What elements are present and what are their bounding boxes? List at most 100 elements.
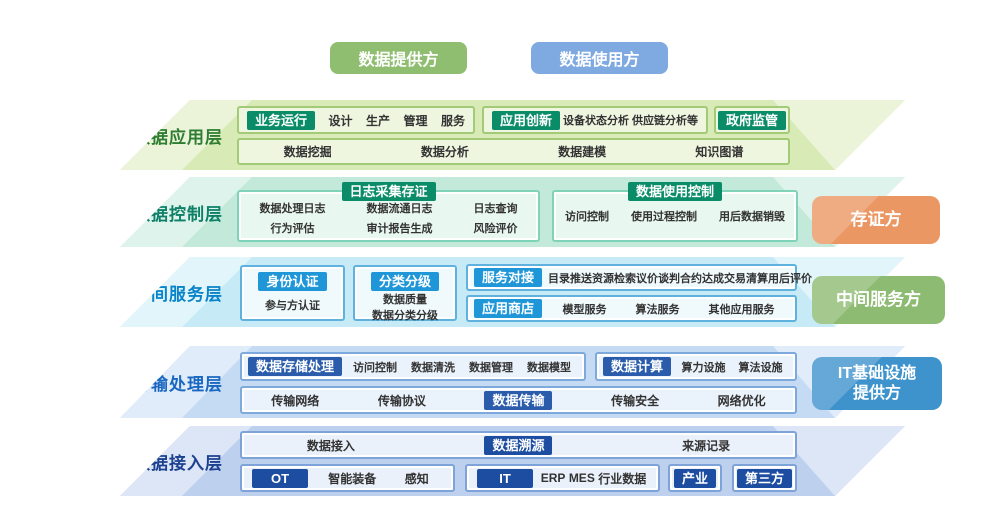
layer-label-data-control: 数据控制层 xyxy=(133,204,223,224)
badge-application-innovation: 应用创新 xyxy=(492,111,560,130)
badge-government-supervision: 政府监管 xyxy=(718,111,786,130)
item: 数据分析 xyxy=(420,145,469,159)
data-provider-pill: 数据提供方 xyxy=(330,42,467,74)
badge-industry: 产业 xyxy=(674,469,716,488)
it-infrastructure-provider-pill: IT基础设施 提供方 xyxy=(812,357,942,410)
item: 使用过程控制 xyxy=(631,211,697,223)
badge-app-store: 应用商店 xyxy=(474,299,542,318)
badge-ot: OT xyxy=(252,469,308,488)
item: 数据接入 xyxy=(306,438,355,453)
badge-data-provenance: 数据溯源 xyxy=(484,436,552,455)
item: 算法设施 xyxy=(738,361,783,374)
item: 传输安全 xyxy=(611,393,660,408)
item: 数据处理日志 xyxy=(259,203,326,215)
box-data-transmission: 传输网络 传输协议 数据传输 传输安全 网络优化 xyxy=(240,386,797,414)
box-data-access-provenance: 数据接入 数据溯源 来源记录 xyxy=(240,431,797,459)
badge-service-docking: 服务对接 xyxy=(474,268,542,287)
layer-label-data-access: 数据接入层 xyxy=(133,453,223,473)
layer-band-data-control: 数据控制层 日志采集存证 数据处理日志 行为评估 数据流通日志 审计报告生成 日… xyxy=(120,177,905,247)
item: 访问控制 xyxy=(565,211,609,223)
item: 数据模型 xyxy=(526,361,571,374)
badge-classification-grading: 分类分级 xyxy=(371,272,439,291)
badge-data-storage-processing: 数据存储处理 xyxy=(248,357,342,376)
item: 审计报告生成 xyxy=(366,223,433,235)
it-infrastructure-provider-line1: IT基础设施 xyxy=(837,364,917,382)
item: 日志查询 xyxy=(473,203,518,215)
item: 风险评价 xyxy=(473,223,518,235)
box-log-collection-attestation: 日志采集存证 数据处理日志 行为评估 数据流通日志 审计报告生成 日志查询 风险… xyxy=(237,190,540,242)
item: 数据分类分级 xyxy=(372,310,438,323)
item: 生产 xyxy=(365,113,390,128)
item: 其他应用服务 xyxy=(708,303,775,316)
box-industry-source: 产业 xyxy=(668,464,722,492)
layer-label-transmission-processing: 传输处理层 xyxy=(133,374,223,394)
box-business-operation: 业务运行 设计 生产 管理 服务 xyxy=(237,106,475,134)
layer-band-data-access: 数据接入层 数据接入 数据溯源 来源记录 OT 智能装备 感知 IT ERP M… xyxy=(120,426,905,496)
item: 感知 xyxy=(404,471,429,486)
attestation-party-pill: 存证方 xyxy=(812,196,940,244)
item: 参与方认证 xyxy=(265,300,320,312)
badge-data-computing: 数据计算 xyxy=(603,357,671,376)
item: 设备状态分析 xyxy=(563,115,629,127)
item: ERP xyxy=(540,471,566,485)
item: 设计 xyxy=(328,113,353,128)
item: 管理 xyxy=(403,113,428,128)
item: 行为评估 xyxy=(270,223,315,235)
item: 来源记录 xyxy=(682,438,731,453)
item: 数据质量 xyxy=(383,294,427,306)
badge-business-operation: 业务运行 xyxy=(247,111,315,130)
box-third-party-source: 第三方 xyxy=(732,464,797,492)
box-identity-authentication: 身份认证 参与方认证 xyxy=(240,265,345,321)
item: 数据建模 xyxy=(558,145,607,159)
item: 智能装备 xyxy=(328,471,377,486)
item: 用后数据销毁 xyxy=(719,211,785,223)
item: 供应链分析等 xyxy=(631,115,698,127)
layer-band-intermediary-service: 中间服务层 身份认证 参与方认证 分类分级 数据质量 数据分类分级 服务对接 目… xyxy=(120,257,905,327)
item: 传输网络 xyxy=(271,393,320,408)
layer-band-data-application: 数据应用层 业务运行 设计 生产 管理 服务 应用创新 设备状态分析 供应链分析… xyxy=(120,100,905,170)
it-infrastructure-provider-line2: 提供方 xyxy=(852,384,901,402)
badge-log-collection-attestation: 日志采集存证 xyxy=(341,182,435,201)
item: 行业数据 xyxy=(598,471,647,486)
badge-data-usage-control: 数据使用控制 xyxy=(628,182,722,201)
item: 数据流通日志 xyxy=(366,203,433,215)
item: 网络优化 xyxy=(717,393,766,408)
item: 数据挖掘 xyxy=(283,145,332,159)
box-government-supervision: 政府监管 xyxy=(714,106,790,134)
item: 数据清洗 xyxy=(410,361,455,374)
item: 服务 xyxy=(440,113,465,128)
layer-label-data-application: 数据应用层 xyxy=(133,127,223,147)
data-consumer-pill: 数据使用方 xyxy=(531,42,668,74)
item: MES xyxy=(568,471,595,485)
box-app-store: 应用商店 模型服务 算法服务 其他应用服务 xyxy=(466,295,797,322)
intermediary-service-party-pill: 中间服务方 xyxy=(812,276,945,324)
box-data-storage-processing: 数据存储处理 访问控制 数据清洗 数据管理 数据模型 xyxy=(240,352,586,381)
item: 议价谈判 xyxy=(636,272,681,285)
box-it-sources: IT ERP MES 行业数据 xyxy=(465,464,660,492)
item: 知识图谱 xyxy=(695,145,744,159)
box-service-docking: 服务对接 目录推送 资源检索 议价谈判 合约达成 交易清算 用后评价 xyxy=(466,264,797,291)
badge-it: IT xyxy=(477,469,533,488)
item: 算力设施 xyxy=(681,361,726,374)
item: 目录推送 xyxy=(548,272,593,285)
box-data-usage-control: 数据使用控制 访问控制 使用过程控制 用后数据销毁 xyxy=(552,190,798,242)
item: 传输协议 xyxy=(377,393,426,408)
badge-data-transmission: 数据传输 xyxy=(484,391,552,410)
item: 合约达成 xyxy=(680,272,725,285)
badge-identity-authentication: 身份认证 xyxy=(258,272,326,291)
item: 数据管理 xyxy=(468,361,513,374)
box-data-computing: 数据计算 算力设施 算法设施 xyxy=(595,352,797,381)
item: 用后评价 xyxy=(768,272,813,285)
layer-band-transmission-processing: 传输处理层 数据存储处理 访问控制 数据清洗 数据管理 数据模型 数据计算 算力… xyxy=(120,346,905,418)
item: 访问控制 xyxy=(353,361,397,374)
item: 资源检索 xyxy=(592,272,637,285)
box-application-innovation: 应用创新 设备状态分析 供应链分析等 xyxy=(482,106,708,134)
box-data-capabilities: 数据挖掘 数据分析 数据建模 知识图谱 xyxy=(237,138,790,165)
box-classification-grading: 分类分级 数据质量 数据分类分级 xyxy=(353,265,457,321)
box-ot-sources: OT 智能装备 感知 xyxy=(240,464,455,492)
badge-third-party: 第三方 xyxy=(737,469,792,488)
layer-label-intermediary-service: 中间服务层 xyxy=(133,284,223,304)
item: 算法服务 xyxy=(635,303,680,316)
item: 模型服务 xyxy=(562,303,607,316)
